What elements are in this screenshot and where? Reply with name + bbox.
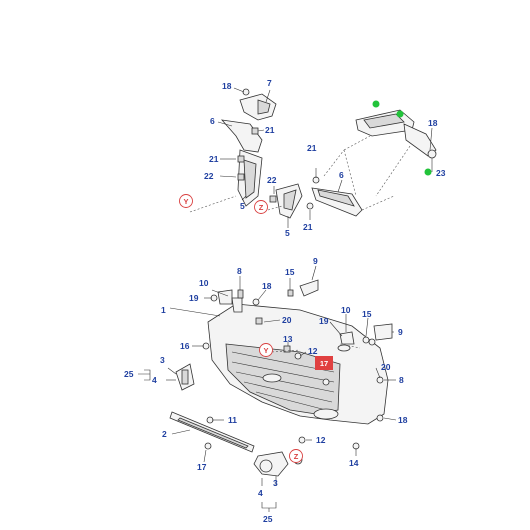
callout-label: 15 [285,267,295,277]
callout-label: 15 [362,309,372,319]
upper-leader-lines [189,87,433,228]
callout-label: 20 [282,315,292,325]
callout-label: 18 [222,81,232,91]
callout-label: 21 [303,222,313,232]
svg-text:17: 17 [320,359,328,368]
lower-leader-lines [138,265,397,512]
callout-label: 3 [160,355,165,365]
callout-label: 21 [307,143,317,153]
svg-text:Z: Z [294,452,299,461]
callout-label: 6 [210,116,215,126]
callout-label: 19 [189,293,199,303]
upper-top-rail [355,109,437,159]
lower-beam [169,411,255,453]
highlight-box [315,356,333,370]
callout-label: 19 [319,316,329,326]
callout-label: 14 [349,458,359,468]
upper-right-bracket [275,183,363,219]
bumper-cover [207,303,389,425]
callout-label: 12 [308,346,318,356]
svg-text:Y: Y [263,346,268,355]
callout-label: 10 [199,278,209,288]
callout-label: 10 [341,305,351,315]
callout-label: 4 [152,375,157,385]
green-markers [372,100,432,176]
green-marker-2 [396,110,404,118]
green-marker-1 [372,100,380,108]
upper-fasteners [237,88,320,210]
callout-label: 6 [339,170,344,180]
callout-label: 17 [197,462,207,472]
callout-label: 2 [162,429,167,439]
callout-label: 1 [161,305,166,315]
callout-label: 9 [398,327,403,337]
view-marker-y-lower: Y [259,343,273,357]
upper-left-bracket [220,93,277,207]
callout-label: 22 [267,175,277,185]
callout-label: 18 [262,281,272,291]
callout-label: 3 [273,478,278,488]
callout-label: 20 [381,362,391,372]
callout-label: 4 [258,488,263,498]
view-marker-y-upper: Y [179,194,193,208]
callout-label: 12 [316,435,326,445]
svg-text:Z: Z [259,203,264,212]
side-bracket [175,363,195,391]
lower-fasteners [202,289,384,450]
callout-label: 25 [263,514,273,524]
callout-label: 5 [240,201,245,211]
callout-label: 8 [237,266,242,276]
callout-label: 8 [399,375,404,385]
callout-label: 9 [313,256,318,266]
view-marker-z-lower: Z [289,449,303,463]
callout-label: 21 [265,125,275,135]
green-marker-3 [424,168,432,176]
callout-label: 7 [267,78,272,88]
callout-label: 21 [209,154,219,164]
callout-labels: 18 7 6 21 21 22 5 22 5 21 21 6 18 23 8 1… [124,78,446,524]
callout-label: 25 [124,369,134,379]
highlight-part-17: 17 [315,356,333,370]
callout-label: 22 [204,171,214,181]
callout-label: 5 [285,228,290,238]
svg-text:Y: Y [183,197,188,206]
view-marker-z-upper: Z [254,200,268,214]
callout-label: 18 [398,415,408,425]
callout-label: 13 [283,334,293,344]
callout-label: 23 [436,168,446,178]
callout-label: 18 [428,118,438,128]
callout-label: 16 [180,341,190,351]
callout-label: 11 [228,415,237,425]
